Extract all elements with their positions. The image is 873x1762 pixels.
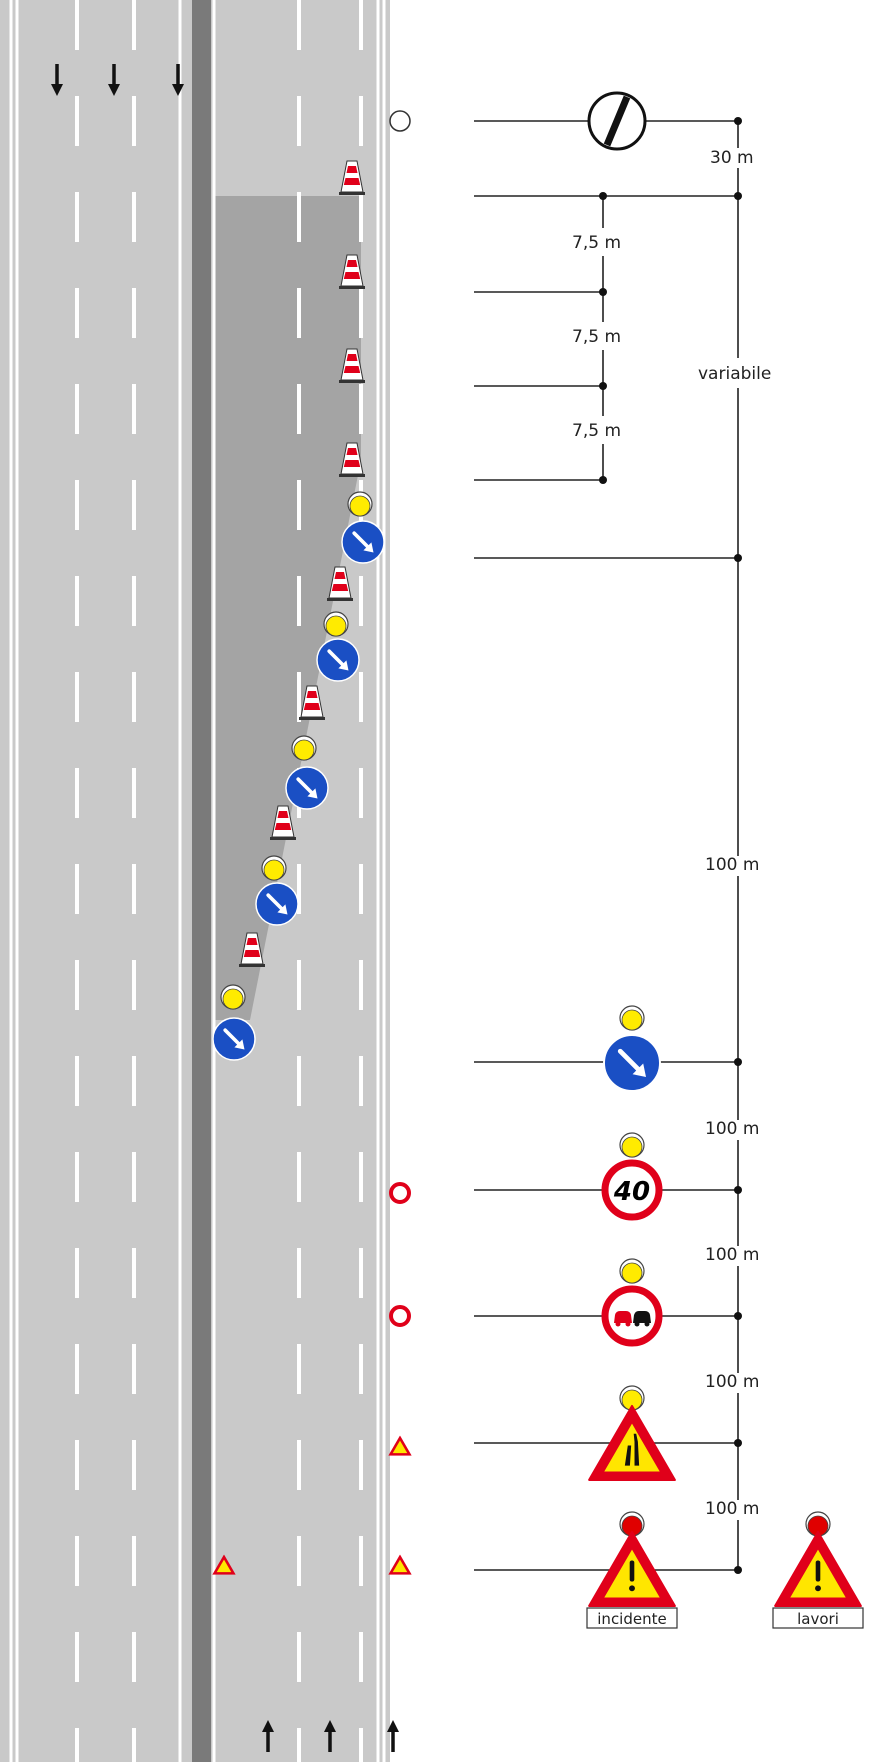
up-arrow-icon [387, 1720, 399, 1752]
panel-incidente [586, 1607, 678, 1629]
end-marker-icon [389, 110, 411, 132]
distance-label: 100 m [705, 1119, 759, 1139]
left-carriageway [0, 0, 192, 1762]
speed-limit-value: 40 [613, 1177, 650, 1207]
distance-label: 100 m [705, 1245, 759, 1265]
up-arrow-icon [262, 1720, 274, 1752]
flashing-lamp-icon [347, 491, 373, 517]
distance-label: 7,5 m [572, 327, 621, 347]
panel-incidente-label: incidente [597, 1610, 666, 1628]
down-arrow-icon [172, 64, 184, 96]
work-zone-area [213, 196, 361, 1020]
up-arrow-icon [324, 1720, 336, 1752]
flashing-lamp-icon [323, 611, 349, 637]
median [192, 0, 211, 1762]
flashing-lamp-icon [619, 1132, 645, 1158]
distance-label: 100 m [705, 1499, 759, 1519]
road-narrows-warning-icon [589, 1406, 675, 1480]
warning-marker-icon [389, 1436, 411, 1455]
distance-label: variabile [698, 364, 771, 384]
distance-label: 100 m [705, 1372, 759, 1392]
keep-right-arrow-icon [317, 639, 359, 681]
flashing-lamp-icon [261, 855, 287, 881]
keep-right-arrow-icon [286, 767, 328, 809]
keep-right-arrow-icon [256, 883, 298, 925]
flashing-lamp-icon [291, 735, 317, 761]
speed-limit-icon: 40 [601, 1159, 663, 1221]
no-overtaking-icon [601, 1285, 663, 1347]
measurement-dots [599, 117, 742, 1574]
panel-lavori [772, 1607, 864, 1629]
down-arrow-icon [108, 64, 120, 96]
distance-label: 7,5 m [572, 233, 621, 253]
down-arrow-icon [51, 64, 63, 96]
prohibition-marker-icon [389, 1182, 411, 1204]
distance-label: 30 m [710, 148, 754, 168]
danger-warning-icon [589, 1532, 675, 1606]
warning-marker-icon [389, 1555, 411, 1574]
end-of-restrictions-icon [587, 91, 647, 151]
keep-right-arrow-icon [604, 1035, 660, 1091]
flashing-lamp-icon [619, 1258, 645, 1284]
keep-right-arrow-icon [342, 521, 384, 563]
flashing-lamp-icon [619, 1005, 645, 1031]
distance-label: 100 m [705, 855, 759, 875]
flashing-lamp-icon [220, 984, 246, 1010]
right-carriageway [211, 0, 390, 1762]
danger-warning-icon [775, 1532, 861, 1606]
distance-label: 7,5 m [572, 421, 621, 441]
keep-right-arrow-icon [213, 1018, 255, 1060]
panel-lavori-label: lavori [797, 1610, 839, 1628]
prohibition-marker-icon [389, 1305, 411, 1327]
